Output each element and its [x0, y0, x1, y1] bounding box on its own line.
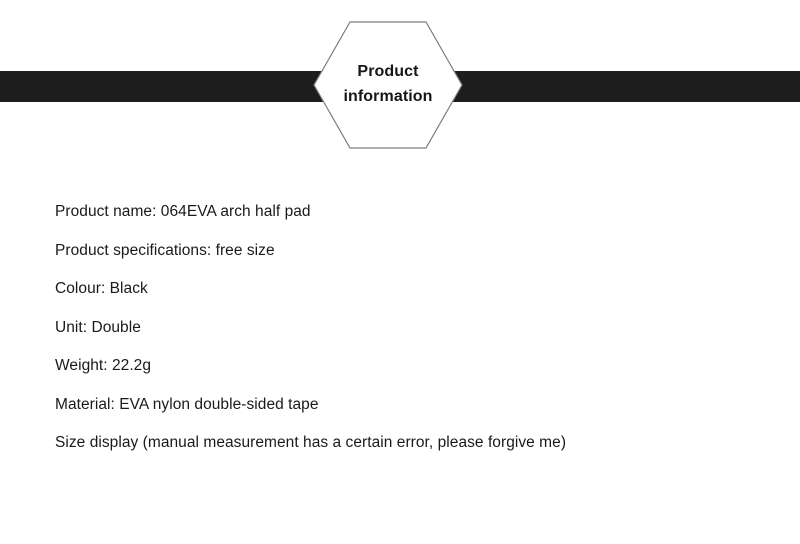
page-title-line-2: information: [343, 88, 433, 105]
spec-item-product-name: Product name: 064EVA arch half pad: [55, 203, 311, 220]
spec-item-weight: Weight: 22.2g: [55, 357, 152, 374]
spec-item-material: Material: EVA nylon double-sided tape: [55, 395, 319, 413]
spec-item-colour: Colour: Black: [55, 280, 148, 297]
specification-list: Product name: 064EVA arch half pad Produ…: [55, 193, 755, 463]
spec-item-size-display-note: Size display (manual measurement has a c…: [55, 434, 567, 451]
spec-item-product-specifications: Product specifications: free size: [55, 241, 275, 259]
spec-item-unit: Unit: Double: [55, 318, 141, 336]
hexagon-shape-icon: [313, 21, 463, 149]
page-title: Product information: [313, 21, 463, 149]
page-title-line-1: Product: [357, 63, 419, 81]
hexagon-badge: Product information: [313, 21, 463, 149]
header-area: Product information: [0, 0, 800, 170]
